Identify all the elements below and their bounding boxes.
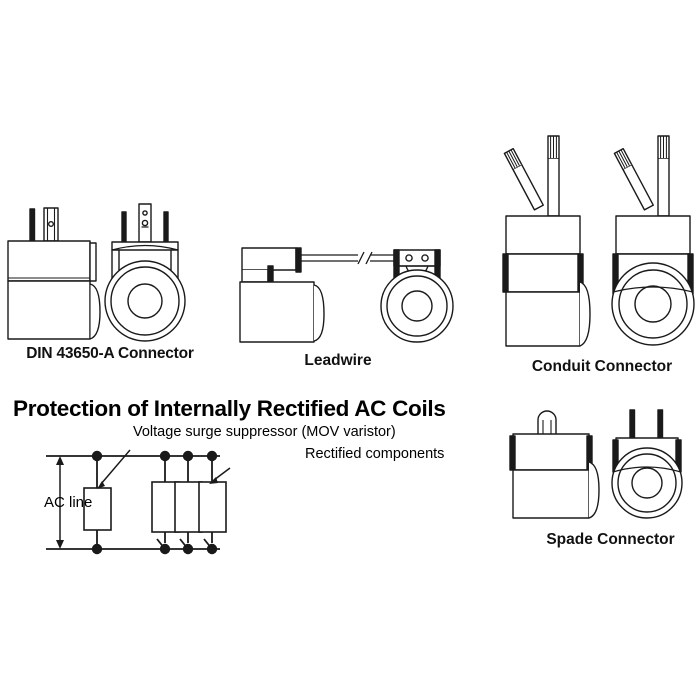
mov-varistor-body xyxy=(83,487,112,531)
label-ac-line: AC line xyxy=(44,494,93,511)
leadwire-front-coil-bore xyxy=(401,290,433,322)
label-rectified-components: Rectified components xyxy=(305,446,445,462)
conduit-front-wire-left xyxy=(613,147,654,211)
rectified-component-body-2 xyxy=(174,481,203,533)
spade-front-coil-bore xyxy=(631,467,663,499)
din-side-screw-hole xyxy=(48,221,55,228)
leadwire-front-bracket-left xyxy=(393,249,400,279)
circuit-top-nodes xyxy=(91,450,218,462)
figure-spade-connector xyxy=(509,400,700,530)
conduit-side-wire-right-jacket xyxy=(547,157,560,217)
node-top-rect-1 xyxy=(159,450,171,462)
din-side-coil-body xyxy=(7,280,91,340)
din-side-connector-edge xyxy=(89,242,97,282)
circuit-schematic xyxy=(46,449,231,555)
spade-side-coil-edge xyxy=(588,461,600,519)
section-title: Protection of Internally Rectified AC Co… xyxy=(13,396,446,421)
din-front-pin-left xyxy=(121,211,127,243)
leadwire-drawing xyxy=(239,247,454,343)
din-side-pin-thin xyxy=(29,208,36,242)
spade-side-top-body xyxy=(512,433,590,471)
spade-side-coil-body xyxy=(512,469,590,519)
leadwire-front-view xyxy=(380,249,454,343)
rectified-component-2 xyxy=(174,456,203,550)
node-bottom-rect-1 xyxy=(159,543,171,555)
caption-spade-connector: Spade Connector xyxy=(546,531,675,548)
conduit-side-wire-left xyxy=(503,147,544,211)
leadwire-side-exit-block xyxy=(295,247,302,273)
protection-circuit-diagram xyxy=(20,440,340,560)
leadwire-side-view xyxy=(239,247,401,343)
conduit-side-view xyxy=(502,135,591,347)
conduit-connector-drawing xyxy=(502,135,695,347)
node-top-rect-2 xyxy=(182,450,194,462)
conduit-front-wire-right xyxy=(657,135,670,217)
conduit-front-coil-bore xyxy=(634,285,672,323)
leadwire-front-hole-right xyxy=(421,254,429,262)
conduit-side-wire-left-jacket xyxy=(512,163,544,211)
spade-front-blade-right xyxy=(657,409,664,439)
spade-front-view xyxy=(611,409,683,519)
conduit-front-view xyxy=(611,135,695,346)
conduit-side-housing xyxy=(505,215,581,255)
mov-leader-line xyxy=(97,449,131,489)
node-top-mov xyxy=(91,450,103,462)
leadwire-side-coil-edge xyxy=(313,284,325,342)
din-front-coil-bore xyxy=(127,283,163,319)
conduit-side-band-edge-left xyxy=(502,253,509,293)
spade-side-edge-left xyxy=(509,435,516,471)
conduit-side-coil-body xyxy=(505,291,581,347)
leadwire-front-terminal-block xyxy=(393,249,441,267)
conduit-front-wire-right-jacket xyxy=(657,157,670,217)
figure-din-connector xyxy=(7,196,213,346)
label-surge-suppressor: Voltage surge suppressor (MOV varistor) xyxy=(133,424,396,440)
caption-din-connector: DIN 43650-A Connector xyxy=(26,345,194,362)
conduit-side-band xyxy=(505,253,581,293)
din-side-connector-body xyxy=(7,240,91,282)
node-bottom-rect-2 xyxy=(182,543,194,555)
caption-leadwire: Leadwire xyxy=(304,352,372,369)
leadwire-break-symbol xyxy=(357,251,365,265)
rectified-component-3 xyxy=(198,456,227,550)
conduit-side-coil-edge xyxy=(579,281,591,347)
caption-conduit-connector: Conduit Connector xyxy=(531,358,673,375)
node-top-rect-3 xyxy=(206,450,218,462)
leadwire-front-hole-left xyxy=(405,254,413,262)
conduit-front-housing xyxy=(615,215,691,255)
conduit-side-wire-right xyxy=(547,135,560,217)
spade-side-view xyxy=(509,410,600,519)
din-side-coil-edge xyxy=(89,283,101,340)
din-front-screw-hole-upper xyxy=(142,210,148,216)
conduit-front-wire-left-jacket xyxy=(622,163,654,211)
din-connector-drawing xyxy=(7,203,186,342)
din-front-view xyxy=(104,203,186,342)
din-front-screw-hole-lower xyxy=(141,219,149,227)
spade-front-blade-left xyxy=(629,409,636,439)
spade-side-terminal-arch xyxy=(537,410,557,434)
rectified-component-body-3 xyxy=(198,481,227,533)
node-bottom-rect-3 xyxy=(206,543,218,555)
figure-leadwire xyxy=(239,244,460,354)
leadwire-side-coil-body xyxy=(239,281,315,343)
ac-line-dimension-arrow xyxy=(56,456,64,549)
circuit-bottom-nodes xyxy=(91,543,218,555)
leadwire-side-shoulder xyxy=(267,265,274,285)
din-side-view xyxy=(7,207,101,340)
spade-connector-drawing xyxy=(509,409,683,519)
din-front-pin-right xyxy=(163,211,169,243)
leadwire-front-bracket-right xyxy=(434,249,441,279)
rectified-leader-line xyxy=(209,467,231,484)
figure-conduit-connector xyxy=(500,124,700,356)
node-bottom-mov xyxy=(91,543,103,555)
